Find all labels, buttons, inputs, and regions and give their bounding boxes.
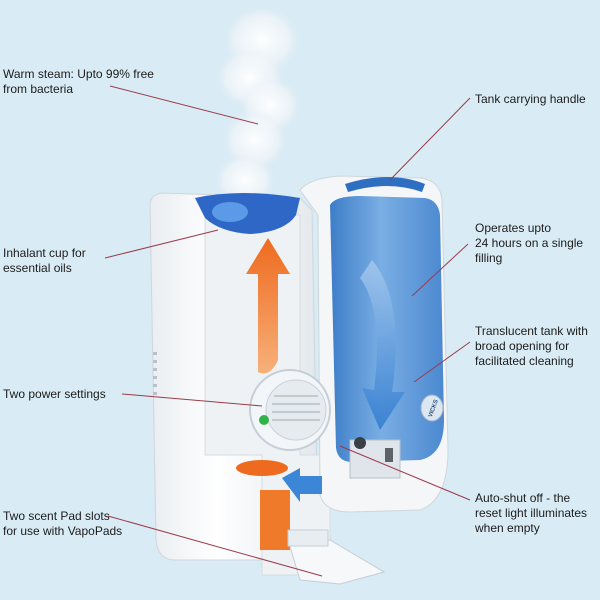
leader-power-settings [121,393,263,407]
leader-tank-handle [389,97,471,181]
leader-auto-shutoff [339,445,471,501]
callout-power-settings: Two power settings [3,387,106,401]
power-indicator-light [259,415,269,425]
leader-warm-steam [109,85,259,125]
water-flow-arrow [360,260,405,430]
water-tank: VICKS [299,175,449,513]
callout-warm-steam: Warm steam: Upto 99% free from bacteria [3,67,154,96]
callout-translucent-tank: Translucent tank with broad opening for … [475,324,588,368]
callout-inhalant-cup: Inhalant cup for essential oils [3,246,86,275]
leader-translucent-tank [413,341,471,383]
brand-badge: VICKS [420,394,444,422]
leader-inhalant-cup [104,229,219,259]
callout-tank-handle: Tank carrying handle [475,92,586,106]
brand-label: VICKS [428,399,440,418]
callout-operates: Operates upto 24 hours on a single filli… [475,221,584,265]
leader-lines [104,85,471,577]
inhalant-cup [195,193,300,234]
side-vents [153,352,157,395]
scent-pad-area [236,460,386,585]
callout-scent-pad: Two scent Pad slots for use with VapoPad… [3,509,123,538]
warm-air-arrow [246,238,290,374]
tank-handle [345,177,425,192]
callout-auto-shutoff: Auto-shut off - the reset light illumina… [475,491,588,535]
tank-valve [349,437,401,479]
scent-pad-tray [287,539,386,585]
power-dial [249,369,331,451]
leader-scent-pad [107,515,323,577]
leader-operates [411,243,469,297]
